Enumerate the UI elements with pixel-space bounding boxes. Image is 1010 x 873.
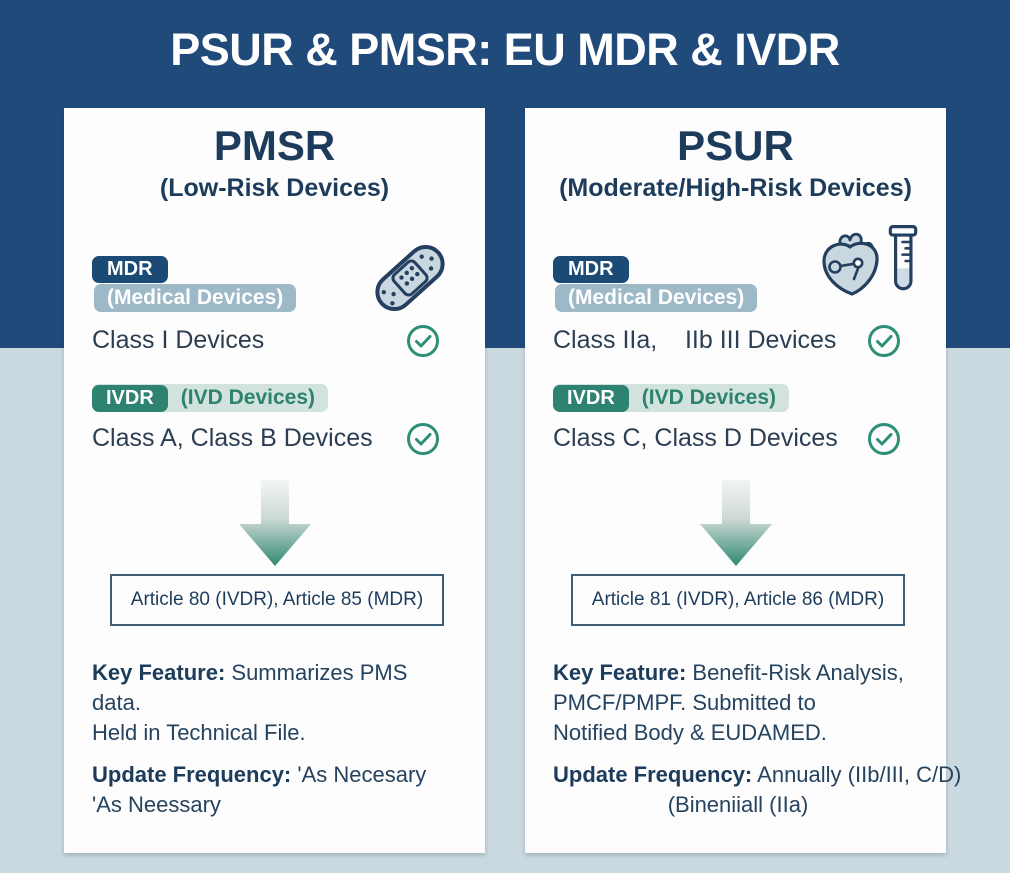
mdr-classes: Class IIa, IIb III Devices	[553, 326, 837, 354]
ivd-devices-label: (IVD Devices)	[180, 386, 316, 409]
heart-icon	[813, 224, 887, 309]
update-frequency-text: Update Frequency: Annually (IIb/III, C/D…	[553, 762, 962, 817]
pmsr-card-subtitle: (Low-Risk Devices)	[159, 174, 390, 202]
mdr-classes: Class I Devices	[92, 326, 265, 354]
bandage-icon	[366, 234, 454, 327]
pmsr-card: PMSR (Low-Risk Devices) MDR (Medical Dev…	[64, 108, 485, 853]
ivdr-badge: IVDR	[92, 384, 168, 412]
psur-card-title: PSUR	[677, 122, 794, 169]
ivdr-badge: IVDR	[553, 384, 629, 412]
medical-devices-badge: (Medical Devices)	[94, 284, 297, 312]
down-arrow-icon	[238, 480, 311, 571]
page-title: PSUR & PMSR: EU MDR & IVDR	[170, 24, 840, 75]
ivd-devices-label: (IVD Devices)	[641, 386, 777, 409]
psur-card: PSUR (Moderate/High-Risk Devices) MDR (M…	[525, 108, 962, 853]
ivdr-classes: Class A, Class B Devices	[92, 424, 373, 452]
key-feature-label: Key Feature:	[92, 660, 226, 685]
key-feature-text: Key Feature: Summarizes PMS data. Held i…	[92, 660, 408, 745]
check-icon	[406, 422, 440, 456]
ivdr-badge-group: IVDR (IVD Devices)	[553, 384, 790, 412]
check-icon	[867, 422, 901, 456]
test-tube-icon	[887, 224, 919, 303]
check-icon	[406, 324, 440, 358]
down-arrow-icon	[699, 480, 772, 571]
pmsr-card-title: PMSR	[213, 122, 336, 169]
mdr-badge: MDR	[553, 256, 629, 283]
psur-card-subtitle: (Moderate/High-Risk Devices)	[559, 174, 912, 202]
ivdr-classes: Class C, Class D Devices	[553, 424, 838, 452]
update-frequency-label: Update Frequency:	[553, 762, 753, 787]
update-frequency-text: Update Frequency: 'As Necesary 'As Neess…	[92, 762, 427, 817]
ivdr-badge-group: IVDR (IVD Devices)	[92, 384, 329, 412]
article-reference-box: Article 80 (IVDR), Article 85 (MDR)	[110, 574, 444, 626]
check-icon	[867, 324, 901, 358]
medical-devices-badge: (Medical Devices)	[555, 284, 758, 312]
article-reference-box: Article 81 (IVDR), Article 86 (MDR)	[571, 574, 905, 626]
device-icons	[813, 224, 919, 309]
key-feature-text: Key Feature: Benefit-Risk Analysis, PMCF…	[553, 660, 904, 745]
key-feature-label: Key Feature:	[553, 660, 687, 685]
update-frequency-label: Update Frequency:	[92, 762, 292, 787]
mdr-badge: MDR	[92, 256, 168, 283]
